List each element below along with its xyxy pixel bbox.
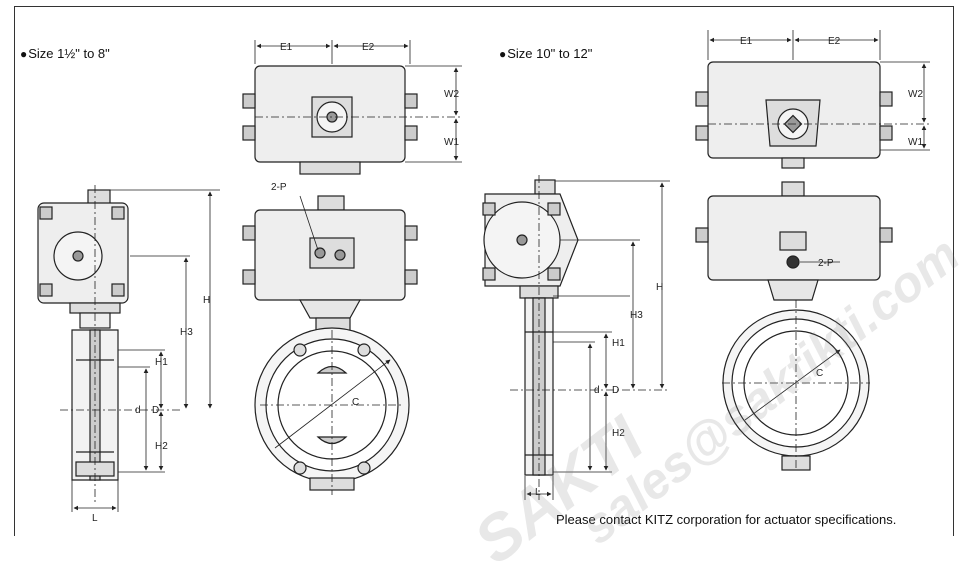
- right-top-dimensions: [707, 30, 930, 151]
- label-h: H: [203, 295, 210, 306]
- label-w2-right: W2: [908, 89, 923, 100]
- right-front-view: [695, 181, 893, 471]
- label-w1-right: W1: [908, 137, 923, 148]
- label-e1: E1: [280, 42, 293, 53]
- label-l-right: L: [535, 487, 541, 498]
- left-top-dimensions: [254, 40, 462, 163]
- label-h2-right: H2: [612, 428, 625, 439]
- valve-drawings: E1 E2 W2 W1 2-P H H3 H1 H2 d D L C E1 E2…: [37, 30, 930, 524]
- label-w2: W2: [444, 89, 459, 100]
- left-top-view: [242, 65, 418, 175]
- heading-large-sizes: ●Size 10" to 12": [499, 46, 593, 61]
- label-e2: E2: [362, 42, 375, 53]
- label-2p-right: 2-P: [818, 258, 834, 269]
- right-side-dimensions: [524, 180, 670, 500]
- label-e2-right: E2: [828, 36, 841, 47]
- drawing-frame: [14, 6, 954, 536]
- label-h-right: H: [656, 282, 663, 293]
- left-side-view: [37, 185, 180, 505]
- label-2p: 2-P: [271, 182, 287, 193]
- heading-small-sizes: ●Size 1½" to 8": [20, 46, 110, 61]
- label-h1-right: H1: [612, 338, 625, 349]
- left-side-dimensions: [71, 189, 220, 512]
- label-h3: H3: [180, 327, 193, 338]
- label-h3-right: H3: [630, 310, 643, 321]
- label-c-right: C: [816, 368, 823, 379]
- label-l: L: [92, 513, 98, 524]
- footnote: Please contact KITZ corporation for actu…: [556, 512, 897, 527]
- right-side-view: [482, 175, 670, 500]
- left-front-view: [242, 195, 418, 495]
- label-d-small-right: d: [594, 385, 600, 396]
- label-h2: H2: [155, 441, 168, 452]
- label-d-large-right: D: [612, 385, 619, 396]
- dimension-labels: E1 E2 W2 W1 2-P H H3 H1 H2 d D L C E1 E2…: [92, 36, 923, 524]
- label-w1: W1: [444, 137, 459, 148]
- label-h1: H1: [155, 357, 168, 368]
- label-d-small: d: [135, 405, 141, 416]
- right-top-view: [695, 61, 893, 169]
- label-d-large: D: [152, 405, 159, 416]
- label-e1-right: E1: [740, 36, 753, 47]
- label-c: C: [352, 397, 359, 408]
